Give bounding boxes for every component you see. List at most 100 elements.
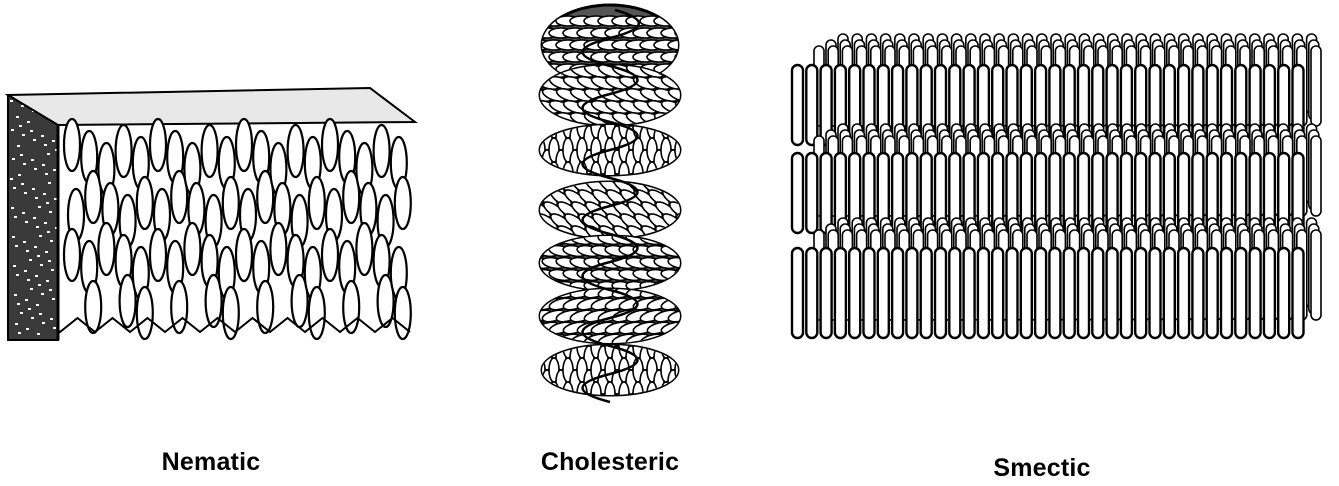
smectic-front-rod [792, 248, 803, 338]
smectic-front-rod [835, 248, 846, 338]
smectic-diagram [792, 34, 1321, 338]
nematic-speckle [33, 217, 36, 219]
nematic-rod [374, 125, 390, 177]
smectic-front-rod [921, 248, 932, 338]
smectic-front-rod [1235, 248, 1246, 338]
cholesteric-molecule [667, 332, 693, 348]
nematic-speckle [36, 226, 39, 228]
cholesteric-layer [527, 62, 700, 128]
cholesteric-molecule [605, 382, 615, 406]
cholesteric-molecule [541, 232, 566, 246]
nematic-speckle [37, 255, 40, 257]
cholesteric-diagram [527, 5, 700, 406]
nematic-speckle [21, 183, 24, 185]
nematic-speckle [50, 318, 53, 320]
cholesteric-molecule [535, 114, 545, 138]
smectic-front-rod [792, 153, 803, 233]
nematic-speckle [13, 187, 16, 189]
nematic-speckle [34, 168, 37, 170]
cholesteric-layer [527, 232, 699, 294]
cholesteric-molecule [682, 150, 692, 174]
smectic-front-rod [1007, 248, 1018, 338]
cholesteric-molecule [668, 64, 692, 74]
nematic-speckle [16, 274, 19, 276]
nematic-speckle [18, 332, 21, 334]
nematic-speckle [51, 269, 54, 271]
cholesteric-molecule [668, 16, 692, 26]
cholesteric-layer [535, 334, 692, 406]
nematic-speckle [37, 333, 40, 335]
smectic-front-rod [1078, 248, 1089, 338]
nematic-speckle [42, 322, 45, 324]
cholesteric-molecule [647, 162, 657, 186]
nematic-speckle [22, 212, 25, 214]
nematic-rod [395, 177, 411, 229]
nematic-rod [116, 125, 132, 177]
nematic-speckle [34, 246, 37, 248]
nematic-rod [288, 125, 304, 177]
smectic-back-rod [1311, 46, 1321, 126]
nematic-speckle [20, 154, 23, 156]
nematic-speckle [47, 153, 50, 155]
nematic-label: Nematic [162, 448, 261, 477]
nematic-speckle [38, 206, 41, 208]
nematic-speckle [43, 193, 46, 195]
nematic-speckle [46, 202, 49, 204]
nematic-speckle [26, 250, 29, 252]
nematic-rod [309, 177, 325, 229]
nematic-speckle [23, 241, 26, 243]
nematic-rod [137, 177, 153, 229]
cholesteric-molecule [674, 98, 700, 116]
smectic-front-rod [1135, 248, 1146, 338]
smectic-front-rod [821, 153, 832, 233]
cholesteric-molecule [653, 284, 679, 300]
nematic-speckle [35, 275, 38, 277]
nematic-speckle [45, 173, 48, 175]
nematic-speckle [46, 280, 49, 282]
cholesteric-molecule [674, 211, 699, 233]
nematic-speckle [48, 182, 51, 184]
cholesteric-molecule [682, 346, 692, 370]
nematic-speckle [29, 259, 32, 261]
cholesteric-molecule [528, 16, 552, 26]
nematic-speckle [48, 260, 51, 262]
smectic-front-rod [992, 248, 1003, 338]
smectic-front-rod [1064, 248, 1075, 338]
nematic-speckle [42, 164, 45, 166]
smectic-front-rod [1150, 248, 1161, 338]
nematic-speckle [41, 135, 44, 137]
nematic-speckle [44, 222, 47, 224]
nematic-speckle [19, 125, 22, 127]
cholesteric-molecule [527, 223, 552, 245]
smectic-front-rod [806, 65, 817, 145]
smectic-front-rod [964, 248, 975, 338]
smectic-front-rod [1264, 248, 1275, 338]
nematic-speckle [13, 265, 16, 267]
smectic-back-rod [1311, 230, 1321, 320]
cholesteric-molecule [535, 358, 545, 382]
cholesteric-molecule [675, 162, 685, 186]
cholesteric-molecule [667, 175, 692, 197]
smectic-back-rod [1311, 136, 1321, 216]
nematic-speckle [49, 211, 52, 213]
nematic-speckle [23, 163, 26, 165]
nematic-speckle [38, 284, 41, 286]
nematic-speckle [16, 116, 19, 118]
cholesteric-molecule [535, 162, 545, 186]
nematic-rod [64, 229, 80, 281]
cholesteric-molecule [682, 370, 692, 394]
smectic-front-rod [1293, 248, 1304, 338]
nematic-speckle [30, 130, 33, 132]
nematic-rod [322, 229, 338, 281]
smectic-front-rod [1092, 248, 1103, 338]
smectic-front-rod [978, 248, 989, 338]
cholesteric-molecule [667, 232, 692, 246]
cholesteric-molecule [527, 280, 552, 294]
cholesteric-molecule [527, 110, 553, 128]
cholesteric-molecule [541, 332, 567, 348]
cholesteric-molecule [667, 280, 692, 294]
cholesteric-molecule [675, 334, 685, 358]
smectic-layer [792, 124, 1321, 233]
smectic-front-rod [906, 248, 917, 338]
nematic-rod [137, 287, 153, 339]
